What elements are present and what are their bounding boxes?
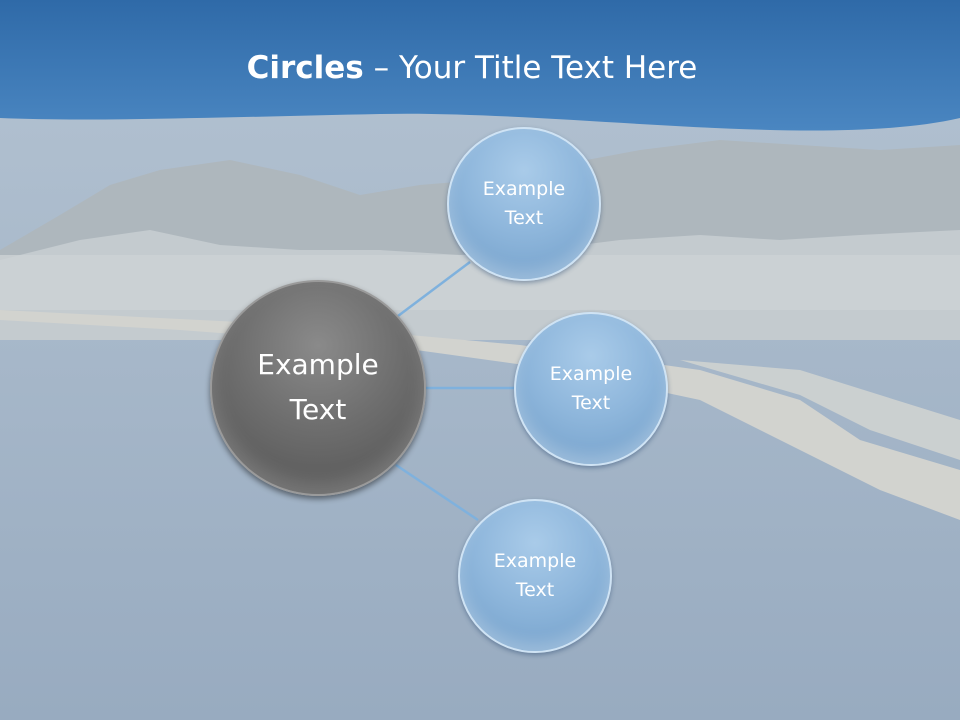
center-circle[interactable]: Example Text — [210, 280, 426, 496]
title-bold: Circles — [246, 50, 364, 86]
node-circle-label: Example Text — [549, 362, 633, 414]
node-circle-label: Example Text — [482, 177, 566, 229]
node-circle-bottom[interactable]: Example Text — [458, 499, 612, 653]
connector-top — [397, 261, 471, 317]
node-circle-top[interactable]: Example Text — [447, 127, 601, 281]
center-circle-label: Example Text — [257, 348, 379, 426]
connector-bottom — [395, 463, 479, 522]
slide-title: Circles – Your Title Text Here — [0, 50, 944, 87]
node-circle-middle[interactable]: Example Text — [514, 312, 668, 466]
node-circle-label: Example Text — [493, 549, 577, 601]
title-rest: – Your Title Text Here — [363, 50, 698, 86]
